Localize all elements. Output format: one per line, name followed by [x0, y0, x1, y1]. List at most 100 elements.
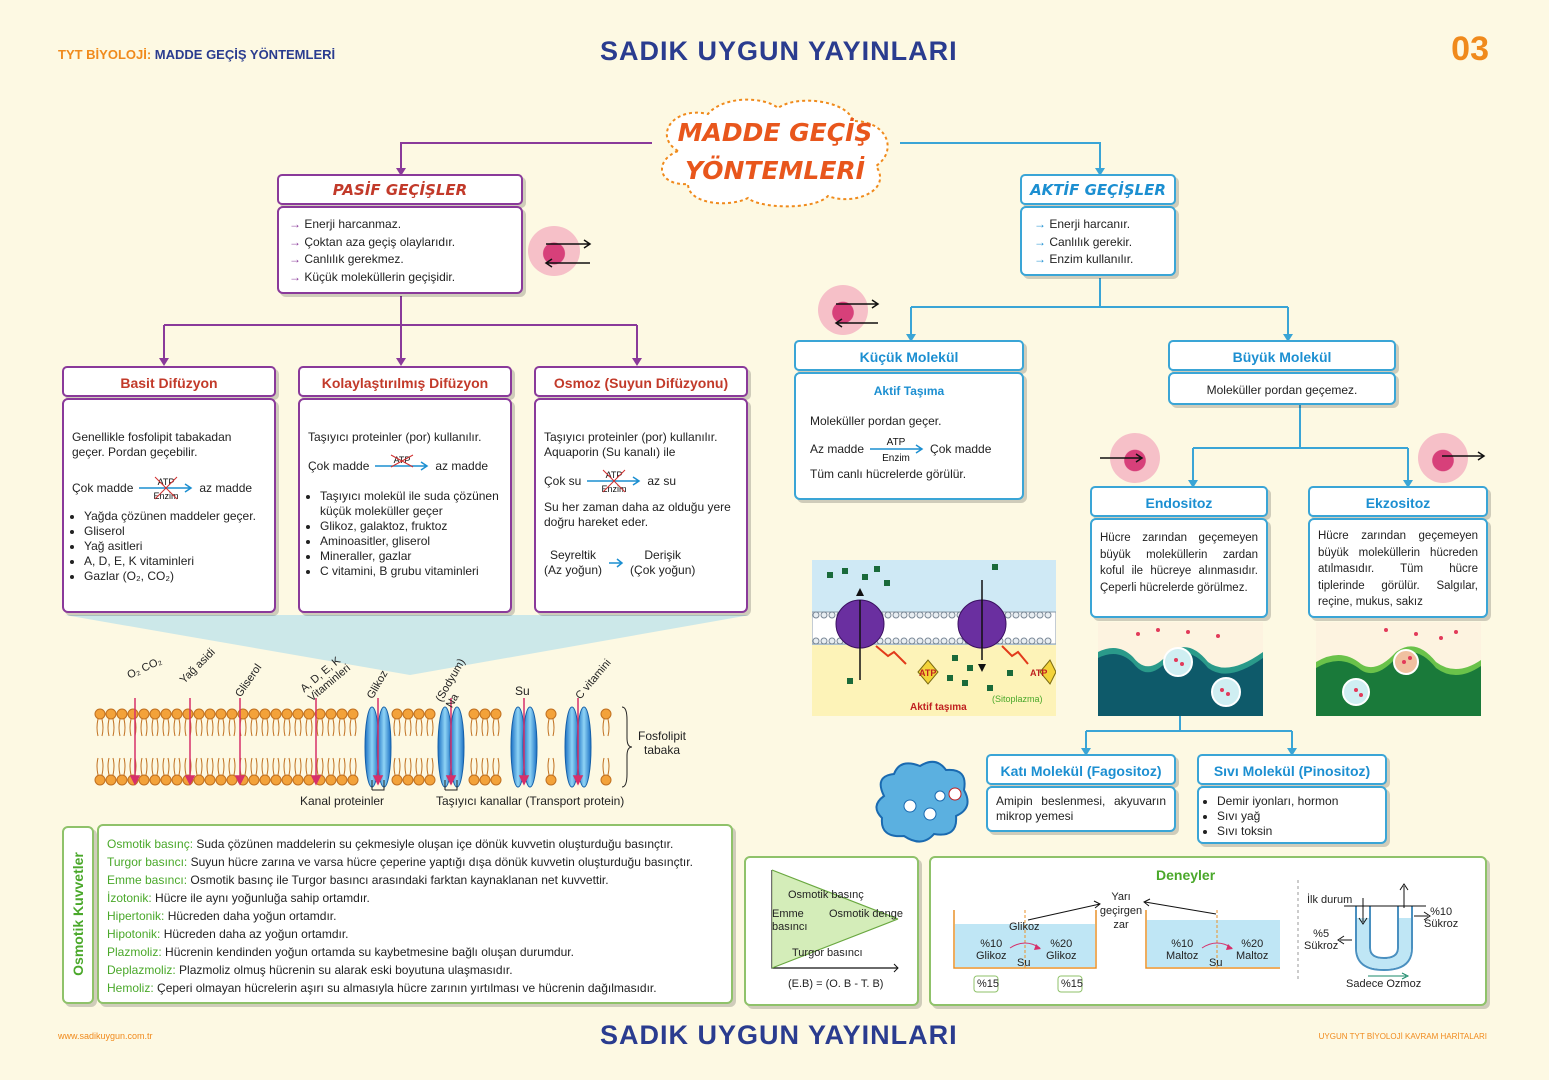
lipid-head [932, 637, 940, 645]
phospholipid-head [259, 757, 271, 786]
endo-title: Endositoz [1090, 486, 1268, 517]
phospholipid-head [94, 708, 106, 737]
lipid-head [1036, 611, 1044, 619]
amoeba-icon [875, 760, 969, 843]
lipid-head [1012, 637, 1020, 645]
label-transport: Taşıyıcı kanallar (Transport protein) [436, 794, 625, 808]
phospholipid-head [413, 708, 425, 737]
phospholipid-head [193, 708, 205, 737]
okv-def: Çeperi olmayan hücrelerin aşırı su almas… [157, 981, 657, 995]
phospholipid-head [347, 708, 359, 737]
pasif-title: PASİF GEÇİŞLER [277, 174, 523, 205]
graph-formula: (E.B) = (O. B - T. B) [788, 978, 884, 990]
arrow-out-icon [1442, 451, 1486, 461]
phospholipid-head [424, 708, 436, 737]
okv-row: Hemoliz: Çeperi olmayan hücrelerin aşırı… [107, 979, 723, 997]
osmoz-desc2: Su her zaman daha az olduğu yere doğru h… [544, 500, 731, 529]
cell-icon [1418, 433, 1468, 483]
arrow-in-icon [1100, 453, 1144, 463]
lipid-head [1044, 637, 1052, 645]
phospholipid-head [204, 708, 216, 737]
okv-term: Hipertonik: [107, 909, 165, 923]
okv-list: Osmotik basınç: Suda çözünen maddelerin … [107, 835, 723, 997]
main-title-cloud [661, 98, 889, 208]
flow-arrow-icon: ATP [375, 454, 429, 471]
arrow-right-icon [609, 558, 624, 568]
phospholipid-head [248, 708, 260, 737]
kucuk-box: Aktif Taşıma Moleküller pordan geçer. Az… [794, 372, 1024, 500]
endo-box: Hücre zarından geçemeyen büyük molekülle… [1090, 518, 1268, 618]
graph-ob: Osmotik basınç [788, 889, 864, 901]
phospholipid-head [281, 757, 293, 786]
pino-box: Demir iyonları, hormonSıvı yağSıvı toksi… [1197, 786, 1387, 844]
okv-term: Turgor basıncı: [107, 855, 188, 869]
lipid-head [916, 611, 924, 619]
label-phospholipid: Fosfolipit tabaka [637, 729, 687, 757]
graph-denge: Osmotik denge [829, 908, 903, 920]
phospholipid-head [270, 757, 282, 786]
phospholipid-head [149, 757, 161, 786]
deney-glikoz: Glikoz [1009, 921, 1040, 933]
basit-list: Yağda çözünen maddeler geçer.GliserolYağ… [72, 509, 266, 584]
pino-list: Demir iyonları, hormonSıvı yağSıvı toksi… [1207, 794, 1377, 839]
okv-row: İzotonik: Hücre ile aynı yoğunluğa sahip… [107, 889, 723, 907]
endo-desc: Hücre zarından geçemeyen büyük molekülle… [1100, 532, 1258, 594]
phospholipid-head [545, 708, 557, 737]
lipid-head [948, 637, 956, 645]
membrane-illustration [94, 698, 633, 791]
aktif-list: Enerji harcanır.Canlılık gerekir.Enzim k… [1034, 216, 1162, 269]
okv-row: Hipotonik: Hücreden daha az yoğun ortamd… [107, 925, 723, 943]
okv-def: Hücreden daha az yoğun ortamdır. [163, 927, 349, 941]
pasif-list: Enerji harcanmaz.Çoktan aza geçiş olayla… [289, 216, 511, 286]
experiment-beakers [953, 898, 1280, 993]
svg-text:ATP: ATP [919, 668, 936, 678]
kucuk-l2: Tüm canlı hücrelerde görülür. [810, 467, 967, 481]
phospholipid-head [270, 708, 282, 737]
endocytosis-image [1098, 622, 1263, 716]
deney-p2: %15 [1061, 978, 1084, 990]
lipid-head [900, 611, 908, 619]
phospholipid-head [402, 757, 414, 786]
phospholipid-head [281, 708, 293, 737]
phospholipid-head [468, 757, 480, 786]
phospholipid-head [424, 757, 436, 786]
phospholipid-head [116, 708, 128, 737]
buyuk-title: Büyük Molekül [1168, 340, 1396, 371]
kolay-list: Taşıyıcı molekül ile suda çözünen küçük … [308, 489, 502, 579]
cell-icon [818, 285, 868, 335]
ekzo-title: Ekzositoz [1308, 486, 1488, 517]
svg-text:Enzim: Enzim [602, 484, 627, 494]
phospholipid-head [193, 757, 205, 786]
deney-p1: %15 [977, 978, 1000, 990]
footer-url[interactable]: www.sadikuygun.com.tr [58, 1031, 153, 1041]
okv-row: Osmotik basınç: Suda çözünen maddelerin … [107, 835, 723, 853]
phospholipid-head [325, 757, 337, 786]
phospholipid-head [391, 757, 403, 786]
lipid-head [908, 611, 916, 619]
aktif-box: Enerji harcanır.Canlılık gerekir.Enzim k… [1020, 206, 1176, 276]
svg-text:Aktif taşıma: Aktif taşıma [910, 702, 967, 713]
osmotic-graph [771, 869, 899, 973]
deney-title: Deneyler [1156, 867, 1216, 883]
phospholipid-head [292, 757, 304, 786]
fago-title: Katı Molekül (Fagositoz) [986, 754, 1176, 785]
lipid-head [1044, 611, 1052, 619]
okv-def: Hücreden daha yoğun ortamdır. [167, 909, 337, 923]
okv-row: Emme basıncı: Osmotik basınç ile Turgor … [107, 871, 723, 889]
okv-term: Plazmoliz: [107, 945, 162, 959]
ekzo-box: Hücre zarından geçemeyen büyük molekülle… [1308, 518, 1488, 618]
okv-row: Deplazmoliz: Plazmoliz olmuş hücrenin su… [107, 961, 723, 979]
okv-def: Suyun hücre zarına ve varsa hücre çeperi… [190, 855, 693, 869]
fago-desc: Amipin beslenmesi, akyuvarın mikrop yeme… [996, 794, 1166, 823]
lipid-head [932, 611, 940, 619]
lipid-head [1020, 637, 1028, 645]
pino-title: Sıvı Molekül (Pinositoz) [1197, 754, 1387, 785]
phospholipid-head [325, 708, 337, 737]
phospholipid-head [600, 757, 612, 786]
svg-text:ATP: ATP [1030, 668, 1047, 678]
lipid-head [820, 611, 828, 619]
